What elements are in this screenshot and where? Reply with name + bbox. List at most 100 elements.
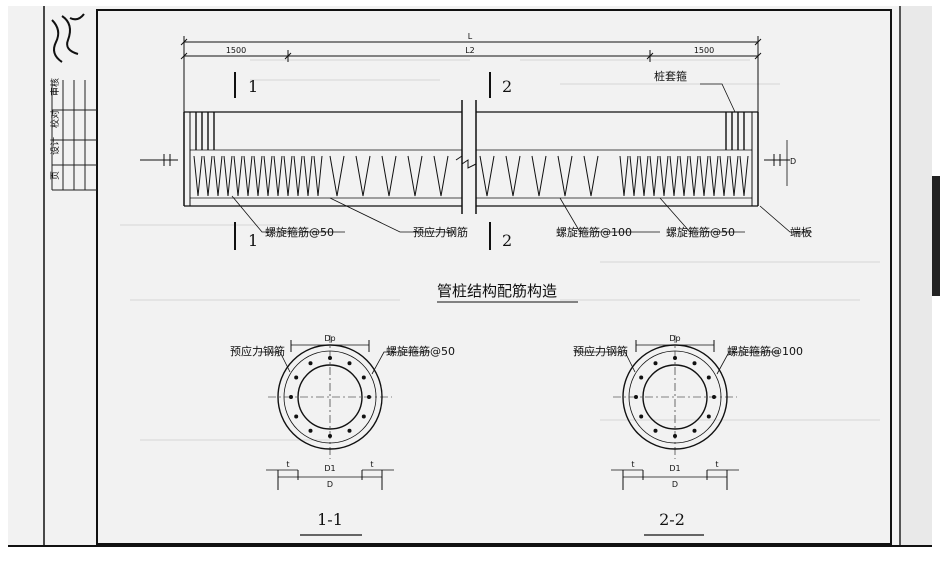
prestressed-bar-dot — [712, 395, 716, 399]
section-1-t-right: t — [370, 460, 373, 469]
dim-right-segment: 1500 — [694, 46, 714, 55]
prestressed-bar-dot — [692, 428, 697, 433]
prestressed-bar-dot — [289, 395, 293, 399]
section-1-label: 1-1 — [317, 510, 343, 529]
section-cut-lines — [234, 72, 491, 250]
hoop-tick — [531, 155, 547, 197]
hoop-tick — [739, 155, 749, 197]
length-dimensions — [180, 36, 762, 112]
section-2-left-callout: 预应力钢筋 — [573, 344, 628, 358]
dim-middle-segment: L2 — [465, 46, 475, 55]
hoop-tick — [193, 155, 203, 197]
hoop-tick — [709, 155, 719, 197]
bleed-through-lines — [120, 59, 880, 441]
section-1-left-callout: 预应力钢筋 — [230, 344, 285, 358]
scan-area — [8, 6, 932, 546]
section-2-dp: Dp — [669, 334, 680, 343]
prestressed-bar-dot — [706, 414, 711, 419]
spiral-hoops — [193, 155, 749, 197]
hoop-tick — [283, 155, 293, 197]
section-marker-1-top: 1 — [248, 77, 258, 96]
hoop-tick — [679, 155, 689, 197]
section-marker-2-top: 2 — [502, 77, 512, 96]
prestressed-bar-dot — [673, 434, 677, 438]
section-2-right-callout: 螺旋箍筋@100 — [727, 344, 803, 358]
prestressed-bar-dot — [653, 361, 658, 366]
hoop-tick — [479, 155, 495, 197]
prestressed-bar-dot — [347, 428, 352, 433]
prestressed-bar-dot — [308, 428, 313, 433]
callout-pile-sleeve-hoop: 桩套箍 — [654, 69, 687, 83]
prestressed-bar-dot — [308, 361, 313, 366]
prestressed-bar-dot — [294, 414, 299, 419]
pile-elevation — [140, 100, 790, 214]
drawing-title: 管桩结构配筋构造 — [437, 282, 557, 300]
handwritten-signature — [51, 13, 85, 63]
section-1-dp: Dp — [324, 334, 335, 343]
signature-row-3: 设计 — [49, 137, 61, 155]
section-marker-2-bottom: 2 — [502, 231, 512, 250]
elevation-leaders — [231, 83, 812, 233]
hoop-tick — [433, 155, 449, 197]
dim-total-length: L — [468, 32, 473, 41]
hoop-tick — [639, 155, 649, 197]
hoop-tick — [407, 155, 423, 197]
prestressed-bar-dot — [328, 356, 332, 360]
prestressed-bar-dot — [692, 361, 697, 366]
prestressed-bar-dot — [639, 375, 644, 380]
section-1-t-left: t — [286, 460, 289, 469]
section-1-d: D — [327, 480, 333, 489]
section-2-d1: D1 — [669, 464, 680, 473]
hoop-tick — [381, 155, 397, 197]
drawing-frame — [96, 9, 892, 545]
callout-spiral-hoop-50-right: 螺旋箍筋@50 — [666, 225, 735, 239]
hoop-tick — [253, 155, 263, 197]
callout-end-plate: 端板 — [790, 225, 812, 239]
hoop-tick — [699, 155, 709, 197]
hoop-tick — [223, 155, 233, 197]
hoop-tick — [557, 155, 573, 197]
prestressed-bar-dot — [328, 434, 332, 438]
prestressed-bar-dot — [673, 356, 677, 360]
hoop-tick — [505, 155, 521, 197]
hoop-tick — [233, 155, 243, 197]
section-2-t-right: t — [715, 460, 718, 469]
end-sleeve-left — [195, 112, 215, 150]
prestressed-bar-dot — [706, 375, 711, 380]
signature-row-1: 审核 — [49, 78, 61, 96]
section-1-right-callout: 螺旋箍筋@50 — [386, 344, 455, 358]
hoop-tick — [203, 155, 213, 197]
section-2-t-left: t — [631, 460, 634, 469]
hoop-tick — [729, 155, 739, 197]
callout-spiral-hoop-50: 螺旋箍筋@50 — [265, 225, 334, 239]
prestressed-bar-dot — [347, 361, 352, 366]
hoop-tick — [263, 155, 273, 197]
scroll-marker — [932, 176, 940, 296]
prestressed-bar-dot — [361, 414, 366, 419]
hoop-tick — [293, 155, 303, 197]
section-1-d1: D1 — [324, 464, 335, 473]
hoop-tick — [273, 155, 283, 197]
callout-spiral-hoop-100: 螺旋箍筋@100 — [556, 225, 632, 239]
hoop-tick — [303, 155, 313, 197]
section-2-d: D — [672, 480, 678, 489]
hoop-tick — [669, 155, 679, 197]
prestressed-bar-dot — [634, 395, 638, 399]
hoop-tick — [213, 155, 223, 197]
prestressed-bar-dot — [639, 414, 644, 419]
hoop-tick — [313, 155, 323, 197]
signature-block: 审核 校对 设计 页 — [49, 13, 97, 191]
callout-prestressed-bar: 预应力钢筋 — [413, 225, 468, 239]
hoop-tick — [583, 155, 599, 197]
prestressed-bar-dot — [361, 375, 366, 380]
hoop-tick — [649, 155, 659, 197]
section-2-label: 2-2 — [659, 510, 685, 529]
prestressed-bar-dot — [653, 428, 658, 433]
hoop-tick — [629, 155, 639, 197]
signature-row-2: 校对 — [49, 110, 61, 128]
section-1-1: Dp D1 D t t 预应力钢筋 螺旋箍筋@50 1-1 — [230, 334, 455, 536]
prestressed-bar-dot — [367, 395, 371, 399]
hoop-tick — [243, 155, 253, 197]
hoop-tick — [619, 155, 629, 197]
